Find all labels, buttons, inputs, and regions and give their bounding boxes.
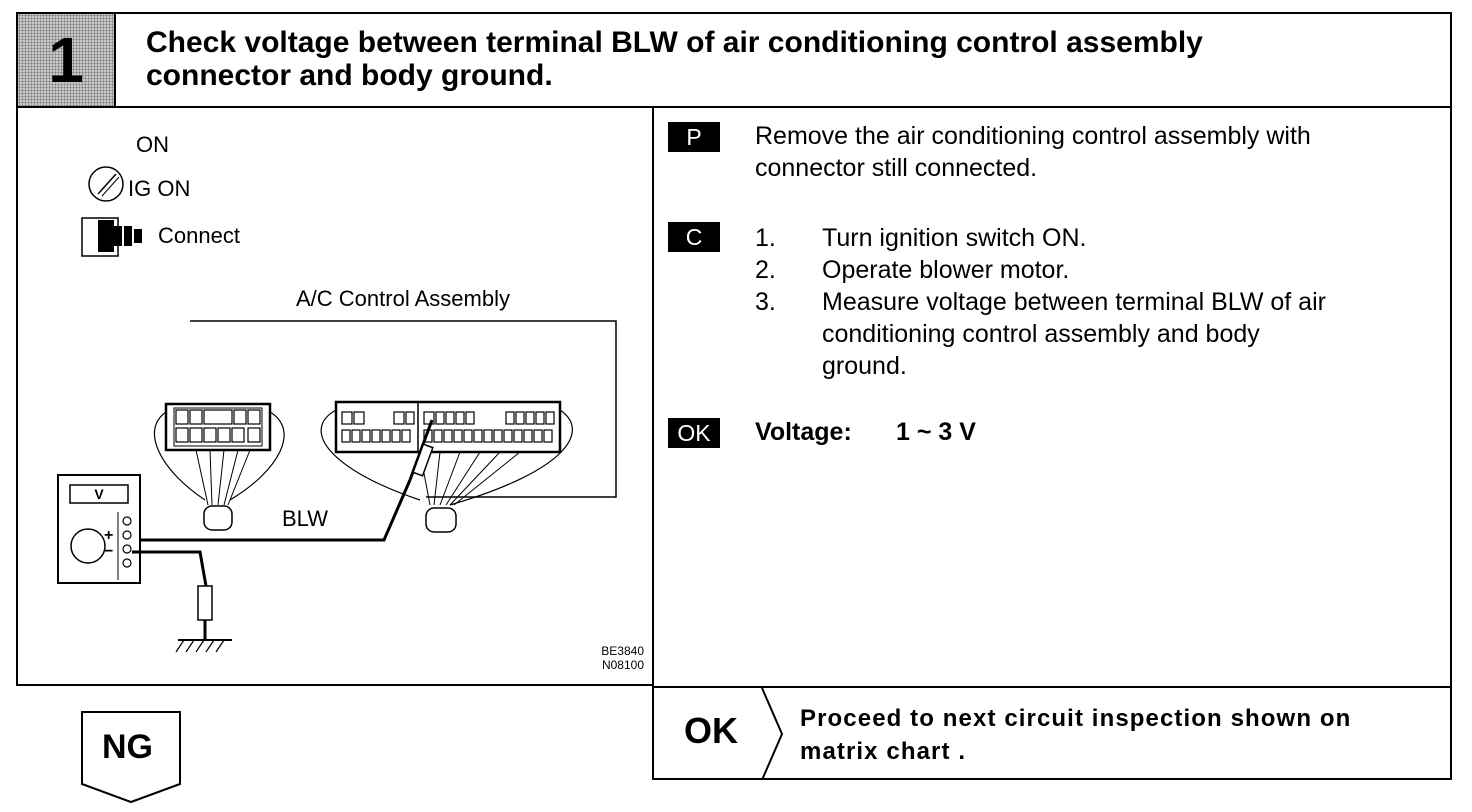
assembly-label: A/C Control Assembly bbox=[296, 286, 510, 311]
step-2-num: 2. bbox=[755, 256, 776, 284]
ok-result-box: OK Proceed to next circuit inspection sh… bbox=[652, 686, 1452, 780]
proceed-line1: Proceed to next circuit inspection shown… bbox=[800, 705, 1352, 732]
ng-result-label: NG bbox=[102, 728, 153, 766]
ok-result-label: OK bbox=[684, 710, 738, 751]
ignition-key-icon bbox=[88, 166, 124, 202]
voltage-value: 1 ~ 3 V bbox=[896, 418, 976, 446]
p-instruction-line2: connector still connected. bbox=[755, 154, 1038, 182]
figure-code: BE3840 N08100 bbox=[560, 644, 644, 672]
step-3-text: Measure voltage between terminal BLW of … bbox=[822, 286, 1326, 382]
connect-label: Connect bbox=[158, 223, 240, 248]
step-title: Check voltage between terminal BLW of ai… bbox=[146, 26, 1436, 92]
right-connector bbox=[320, 400, 573, 533]
svg-text:+: + bbox=[104, 527, 113, 544]
step-3-line2: conditioning control assembly and body bbox=[822, 320, 1260, 348]
ig-on-label: IG ON bbox=[128, 176, 191, 201]
probe bbox=[132, 419, 434, 542]
blw-label: BLW bbox=[282, 506, 329, 531]
p-tag: P bbox=[668, 122, 720, 152]
column-divider bbox=[652, 108, 654, 780]
figure-code-2: N08100 bbox=[601, 658, 644, 672]
left-connector bbox=[153, 402, 285, 531]
p-instruction-line1: Remove the air conditioning control asse… bbox=[755, 122, 1311, 150]
step-2-text: Operate blower motor. bbox=[822, 256, 1070, 284]
step-title-line2: connector and body ground. bbox=[146, 59, 553, 92]
on-label: ON bbox=[136, 132, 169, 157]
c-tag: C bbox=[668, 222, 720, 252]
connector-icon bbox=[81, 217, 142, 257]
step-number: 1 bbox=[48, 24, 84, 96]
voltmeter-icon: + − bbox=[57, 474, 141, 584]
figure-code-1: BE3840 bbox=[601, 644, 644, 658]
step-1-num: 1. bbox=[755, 224, 776, 252]
step-3-line1: Measure voltage between terminal BLW of … bbox=[822, 288, 1326, 316]
step-header: 1 Check voltage between terminal BLW of … bbox=[16, 12, 1452, 108]
step-1-text: Turn ignition switch ON. bbox=[822, 224, 1087, 252]
meter-label: V bbox=[94, 486, 104, 502]
ok-tag: OK bbox=[668, 418, 720, 448]
p-instruction: Remove the air conditioning control asse… bbox=[755, 120, 1311, 184]
proceed-line2: matrix chart . bbox=[800, 738, 967, 765]
chevron-right-icon bbox=[761, 688, 784, 780]
ground-icon bbox=[132, 550, 232, 653]
proceed-instruction: Proceed to next circuit inspection shown… bbox=[800, 702, 1440, 768]
step-title-line1: Check voltage between terminal BLW of ai… bbox=[146, 26, 1203, 59]
ng-arrow bbox=[81, 711, 181, 804]
voltage-label: Voltage: bbox=[755, 418, 852, 446]
step-number-box: 1 bbox=[18, 14, 116, 106]
svg-text:−: − bbox=[104, 543, 113, 560]
procedure-panel bbox=[652, 108, 1452, 688]
step-3-num: 3. bbox=[755, 288, 776, 316]
step-3-line3: ground. bbox=[822, 352, 907, 380]
